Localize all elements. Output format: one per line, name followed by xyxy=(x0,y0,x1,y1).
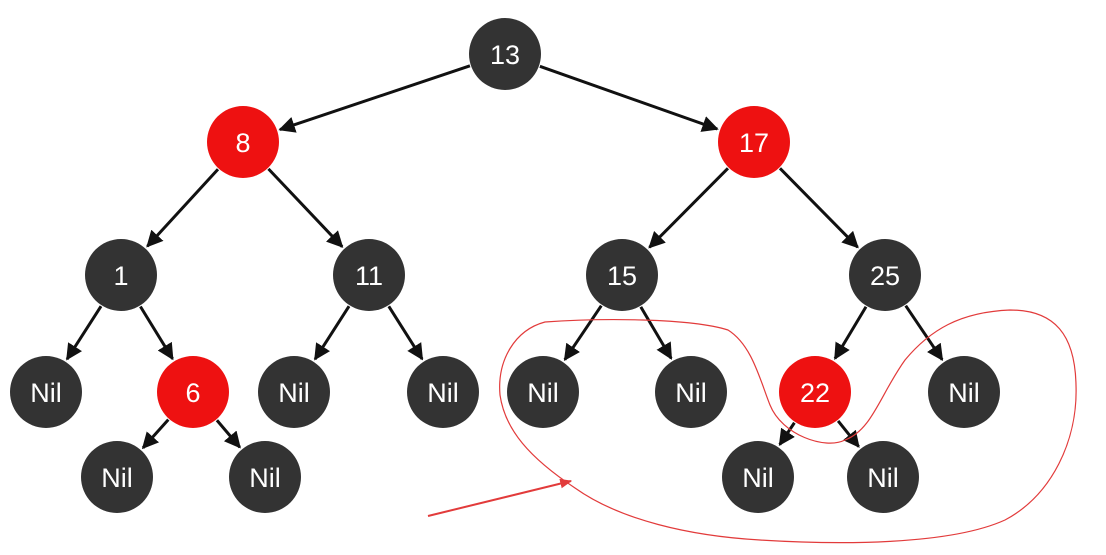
tree-node-n25: 25 xyxy=(849,239,921,311)
node-label: Nil xyxy=(867,463,899,493)
edge-n11-nil2 xyxy=(313,305,351,361)
edge-n1-nil1 xyxy=(65,305,103,361)
node-label: 6 xyxy=(185,378,200,408)
edge-n13-n8 xyxy=(278,64,471,133)
tree-node-nil1: Nil xyxy=(10,356,82,428)
black-node-circle xyxy=(407,356,479,428)
edge-n8-n1 xyxy=(146,168,220,248)
node-label: 22 xyxy=(800,378,830,408)
tree-node-nil10: Nil xyxy=(847,441,919,513)
black-node-circle xyxy=(847,441,919,513)
tree-node-n17: 17 xyxy=(718,106,790,178)
edge-n25-nil6 xyxy=(904,304,944,362)
annotation-arrow xyxy=(427,478,573,517)
edge-n8-n11 xyxy=(267,167,344,248)
edge-n17-n15 xyxy=(648,167,730,249)
edge-n11-nil3 xyxy=(387,305,424,361)
tree-node-nil4: Nil xyxy=(507,356,579,428)
node-label: Nil xyxy=(675,378,707,408)
edge-n6-nil8 xyxy=(215,419,241,449)
tree-node-n15: 15 xyxy=(586,239,658,311)
tree-node-nil7: Nil xyxy=(81,441,153,513)
black-node-circle xyxy=(229,441,301,513)
edge-n6-nil7 xyxy=(141,418,170,450)
black-node-circle xyxy=(10,356,82,428)
edge-n13-n17 xyxy=(539,64,719,132)
node-label: 15 xyxy=(607,261,637,291)
edge-n17-n25 xyxy=(778,167,859,249)
node-label: Nil xyxy=(427,378,459,408)
edge-n15-nil5 xyxy=(639,306,673,360)
black-node-circle xyxy=(507,356,579,428)
black-node-circle xyxy=(928,356,1000,428)
node-label: Nil xyxy=(30,378,62,408)
edge-n22-nil10 xyxy=(836,419,860,448)
node-label: Nil xyxy=(742,463,774,493)
node-label: 17 xyxy=(739,128,769,158)
tree-node-n8: 8 xyxy=(207,106,279,178)
black-node-circle xyxy=(849,239,921,311)
edges-layer xyxy=(65,64,944,450)
edge-n25-n22 xyxy=(833,305,868,360)
node-label: Nil xyxy=(101,463,133,493)
node-label: Nil xyxy=(948,378,980,408)
node-label: Nil xyxy=(249,463,281,493)
tree-node-n13: 13 xyxy=(469,18,541,90)
black-node-circle xyxy=(258,356,330,428)
annotation-loop xyxy=(499,309,1077,544)
node-label: 11 xyxy=(355,261,383,291)
tree-node-nil5: Nil xyxy=(655,356,727,428)
tree-node-n6: 6 xyxy=(157,356,229,428)
black-node-circle xyxy=(655,356,727,428)
tree-node-n22: 22 xyxy=(779,356,851,428)
node-label: 8 xyxy=(235,128,250,158)
tree-node-nil2: Nil xyxy=(258,356,330,428)
red-node-circle xyxy=(718,106,790,178)
black-node-circle xyxy=(85,239,157,311)
red-node-circle xyxy=(207,106,279,178)
black-node-circle xyxy=(586,239,658,311)
node-label: Nil xyxy=(527,378,559,408)
black-node-circle xyxy=(333,239,405,311)
black-node-circle xyxy=(722,441,794,513)
tree-node-nil8: Nil xyxy=(229,441,301,513)
node-label: Nil xyxy=(278,378,310,408)
red-node-circle xyxy=(779,356,851,428)
black-node-circle xyxy=(81,441,153,513)
node-label: 1 xyxy=(113,261,128,291)
red-node-circle xyxy=(157,356,229,428)
tree-node-nil9: Nil xyxy=(722,441,794,513)
edge-n15-nil4 xyxy=(563,304,603,362)
node-label: 13 xyxy=(490,40,520,70)
edge-n22-nil9 xyxy=(778,421,796,446)
tree-node-nil6: Nil xyxy=(928,356,1000,428)
node-label: 25 xyxy=(870,261,900,291)
tree-node-nil3: Nil xyxy=(407,356,479,428)
edge-n1-n6 xyxy=(139,305,174,361)
tree-node-n1: 1 xyxy=(85,239,157,311)
tree-node-n11: 11 xyxy=(333,239,405,311)
black-node-circle xyxy=(469,18,541,90)
